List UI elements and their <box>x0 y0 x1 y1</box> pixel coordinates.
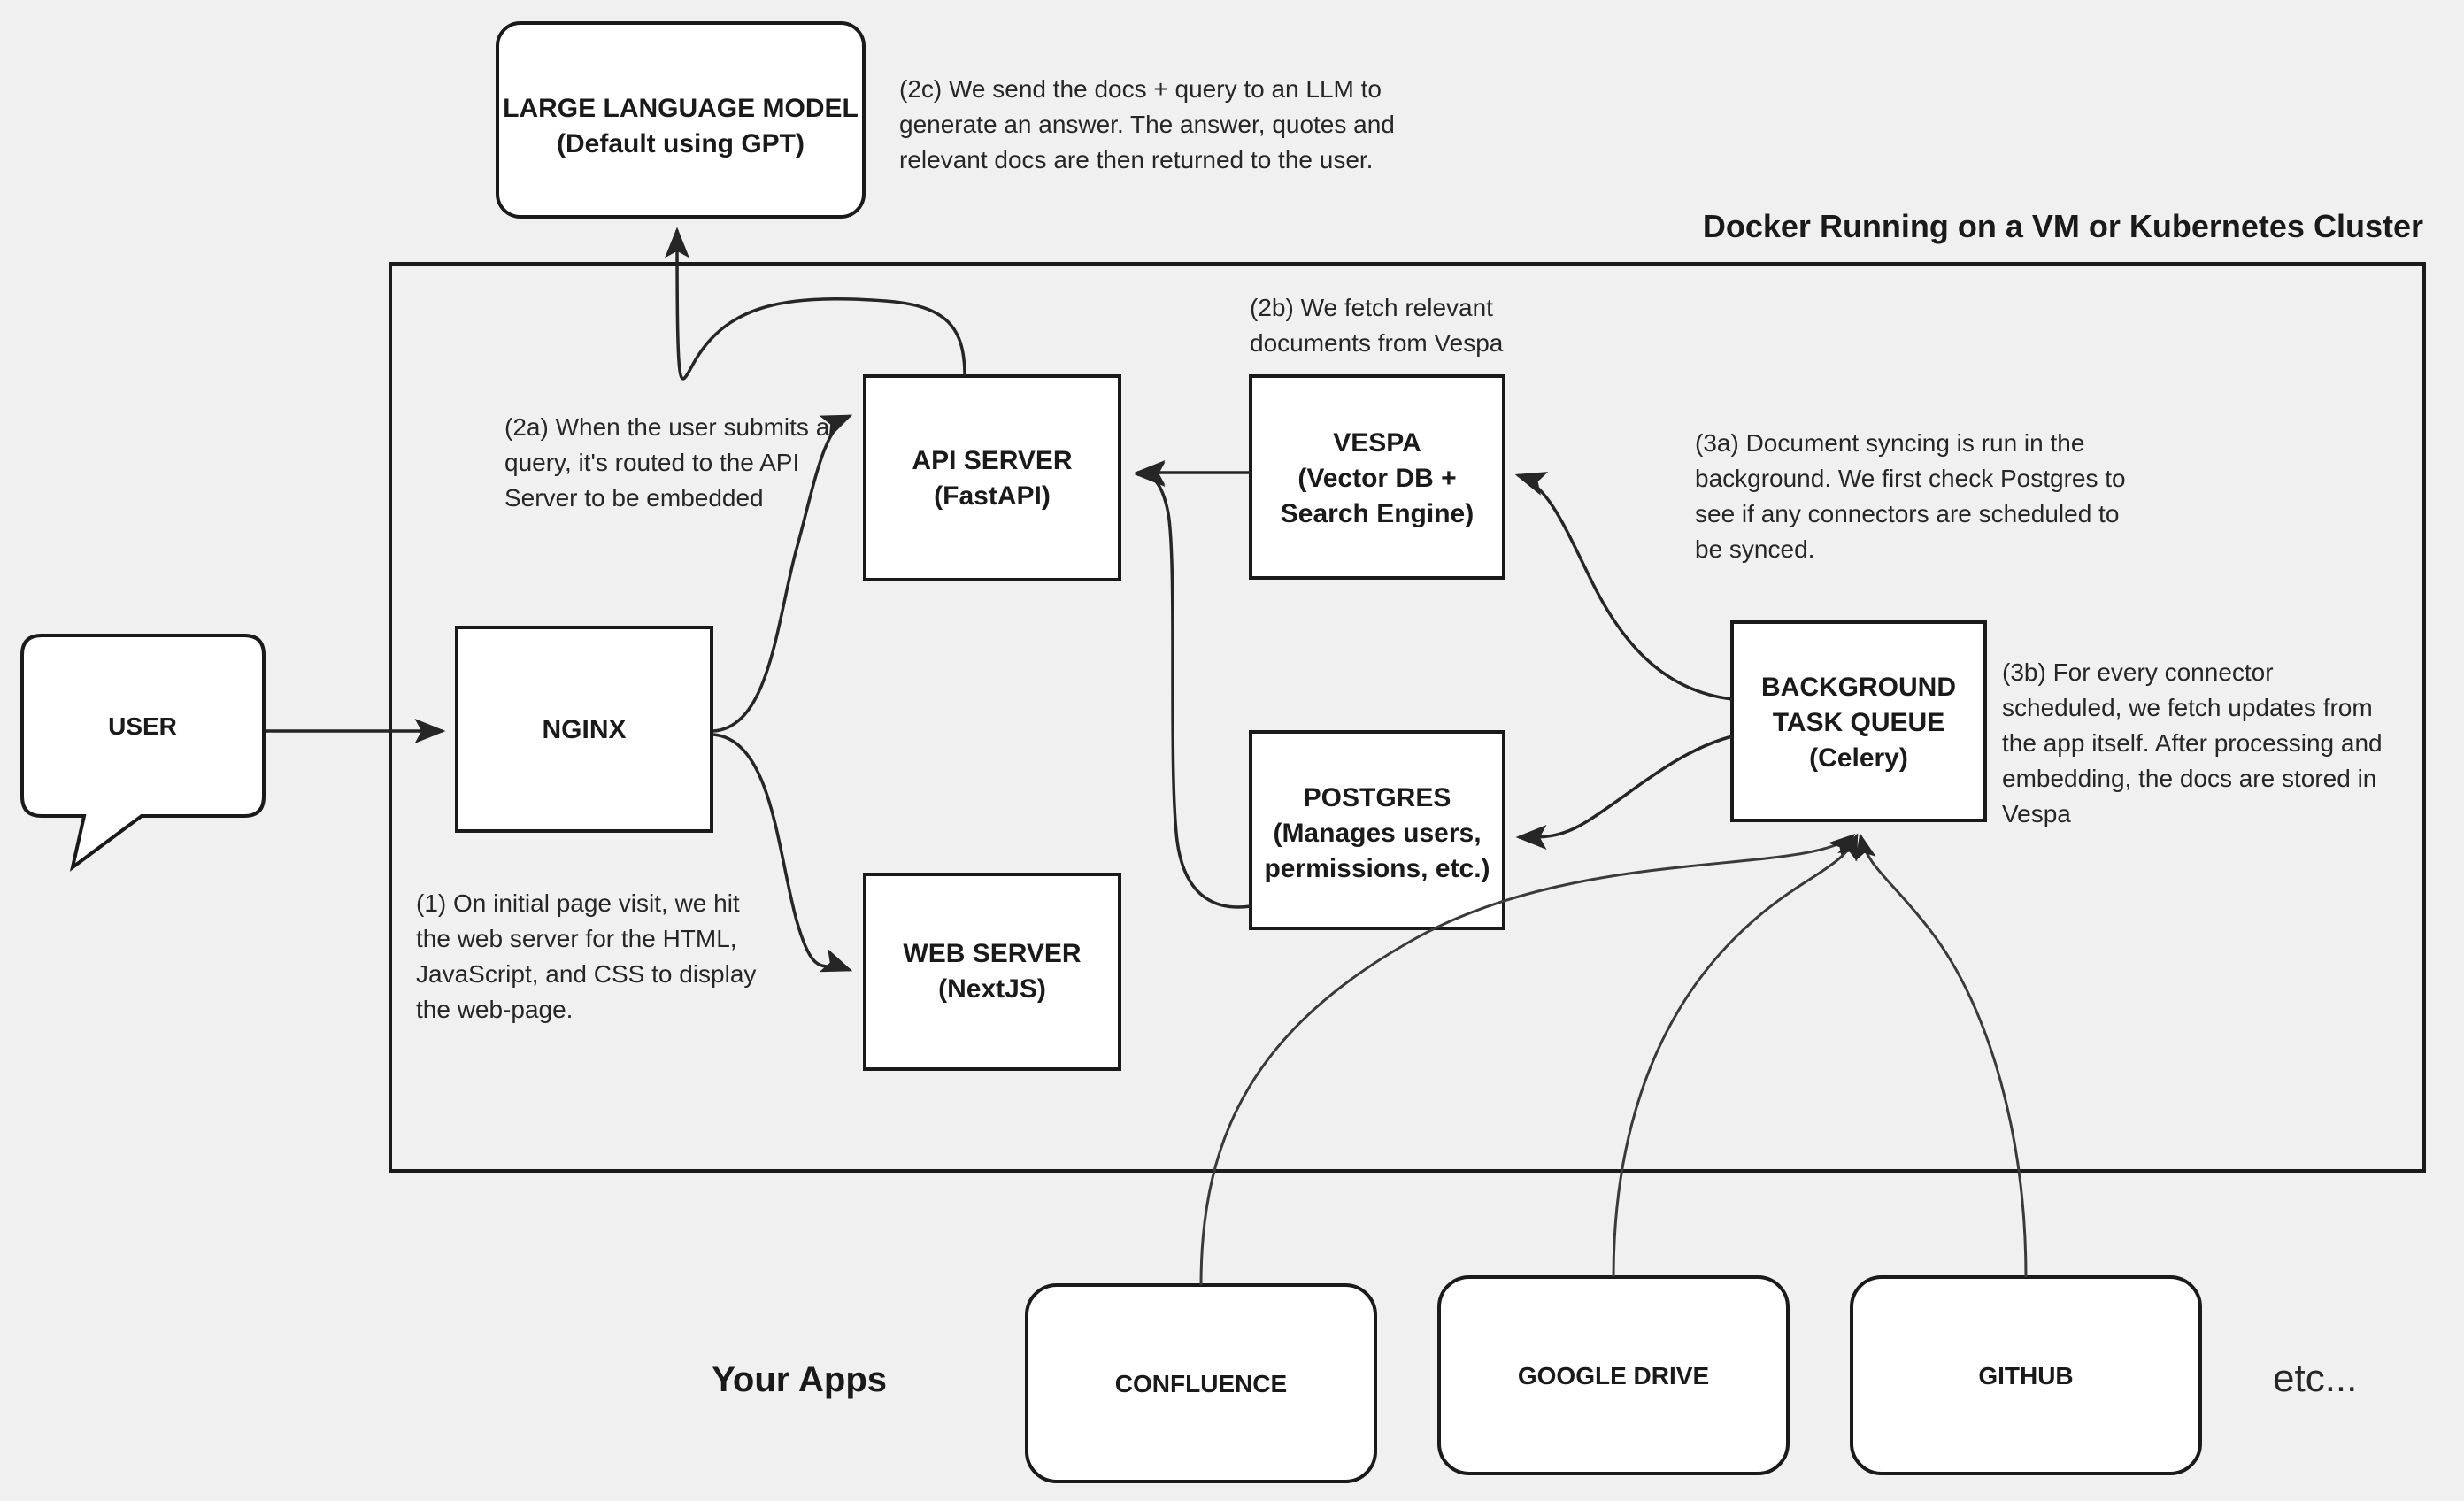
node-llm-box <box>496 21 866 219</box>
edge-postgres-to-api-server <box>1134 462 1251 909</box>
annotation-step-3a-line-0: (3a) Document syncing is run in the <box>1695 429 2084 457</box>
edge-nginx-to-api-server <box>712 414 853 733</box>
node-vespa-box <box>1249 374 1505 580</box>
node-task-queue-line3: (Celery) <box>1809 743 1908 773</box>
edge-confluence-to-task-queue <box>1199 834 1856 1286</box>
annotation-step-2b-line-0: (2b) We fetch relevant <box>1250 294 1493 321</box>
node-web-server-line2: (NextJS) <box>938 974 1046 1004</box>
node-postgres-line3: permissions, etc.) <box>1264 854 1490 883</box>
your-apps-label: Your Apps <box>712 1360 887 1399</box>
annotation-step-1-line-2: JavaScript, and CSS to display <box>416 960 756 988</box>
node-api-server-line1: API SERVER <box>912 446 1073 475</box>
edge-api-server-to-llm <box>665 227 966 381</box>
annotation-step-1: (1) On initial page visit, we hit the we… <box>416 889 756 1023</box>
annotation-step-2b-line-1: documents from Vespa <box>1250 329 1504 357</box>
annotation-step-3b-line-3: embedding, the docs are stored in <box>2002 765 2376 792</box>
node-postgres[interactable]: POSTGRES (Manages users, permissions, et… <box>1249 730 1505 930</box>
node-vespa-line1: VESPA <box>1333 428 1421 458</box>
node-nginx-label: NGINX <box>542 715 626 744</box>
node-api-server-line2: (FastAPI) <box>934 481 1051 511</box>
node-vespa-line3: Search Engine) <box>1281 499 1474 528</box>
node-task-queue-box <box>1730 620 1987 822</box>
annotation-step-3b-line-4: Vespa <box>2002 800 2071 827</box>
annotation-step-2c-line-2: relevant docs are then returned to the u… <box>899 146 1373 173</box>
docker-container-boundary <box>389 262 2426 1173</box>
node-user-label: USER <box>108 712 177 740</box>
node-api-server-box <box>863 374 1121 581</box>
annotation-step-3b-line-2: the app itself. After processing and <box>2002 729 2383 757</box>
node-web-server-line1: WEB SERVER <box>903 939 1081 968</box>
node-background-task-queue[interactable]: BACKGROUND TASK QUEUE (Celery) <box>1730 620 1987 822</box>
annotation-step-2c: (2c) We send the docs + query to an LLM … <box>899 75 1395 173</box>
node-api-server[interactable]: API SERVER (FastAPI) <box>863 374 1121 581</box>
docker-container-title: Docker Running on a VM or Kubernetes Clu… <box>1703 208 2423 244</box>
edge-task-queue-to-vespa <box>1514 472 1733 701</box>
node-user[interactable]: USER <box>20 634 266 872</box>
annotation-step-2a-line-1: query, it's routed to the API <box>504 449 799 476</box>
annotation-step-2c-line-1: generate an answer. The answer, quotes a… <box>899 111 1395 138</box>
annotation-step-3b: (3b) For every connector scheduled, we f… <box>2002 658 2383 827</box>
edge-google-drive-to-task-queue <box>1612 833 1859 1278</box>
node-github-label: GITHUB <box>1978 1362 2073 1389</box>
annotation-step-3a-line-3: be synced. <box>1695 535 1814 563</box>
annotation-step-3a-line-2: see if any connectors are scheduled to <box>1695 500 2119 527</box>
annotation-step-3a-line-1: background. We first check Postgres to <box>1695 465 2126 492</box>
annotation-step-3a: (3a) Document syncing is run in the back… <box>1695 429 2126 563</box>
node-confluence-label: CONFLUENCE <box>1115 1370 1287 1397</box>
annotation-step-3b-line-0: (3b) For every connector <box>2002 658 2274 686</box>
node-nginx[interactable]: NGINX <box>455 626 713 833</box>
user-speech-bubble-shape <box>20 634 266 872</box>
node-nginx-box <box>455 626 713 833</box>
annotation-step-1-line-0: (1) On initial page visit, we hit <box>416 889 740 917</box>
annotation-step-2c-line-0: (2c) We send the docs + query to an LLM … <box>899 75 1382 103</box>
node-web-server[interactable]: WEB SERVER (NextJS) <box>863 873 1121 1071</box>
node-llm-line1: LARGE LANGUAGE MODEL <box>503 94 859 123</box>
annotation-step-2a-line-2: Server to be embedded <box>504 484 764 512</box>
node-postgres-line1: POSTGRES <box>1304 783 1451 812</box>
annotation-step-1-line-1: the web server for the HTML, <box>416 925 737 952</box>
node-vespa-line2: (Vector DB + <box>1297 464 1456 493</box>
node-postgres-line2: (Manages users, <box>1273 819 1481 848</box>
node-github[interactable]: GITHUB <box>1850 1275 2202 1475</box>
annotation-step-2a: (2a) When the user submits a query, it's… <box>504 413 830 512</box>
edge-github-to-task-queue <box>1855 833 2028 1278</box>
edge-nginx-to-web-server <box>712 733 853 973</box>
node-confluence[interactable]: CONFLUENCE <box>1025 1283 1377 1483</box>
node-task-queue-line2: TASK QUEUE <box>1773 708 1944 737</box>
node-google-drive[interactable]: GOOGLE DRIVE <box>1437 1275 1790 1475</box>
node-llm[interactable]: LARGE LANGUAGE MODEL (Default using GPT) <box>496 21 866 219</box>
node-web-server-box <box>863 873 1121 1071</box>
annotation-step-2b: (2b) We fetch relevant documents from Ve… <box>1250 294 1504 357</box>
annotation-step-2a-line-0: (2a) When the user submits a <box>504 413 830 441</box>
annotation-step-3b-line-1: scheduled, we fetch updates from <box>2002 694 2373 721</box>
etc-label: etc... <box>2273 1357 2357 1400</box>
annotation-step-1-line-3: the web-page. <box>416 996 573 1023</box>
node-vespa[interactable]: VESPA (Vector DB + Search Engine) <box>1249 374 1505 580</box>
node-google-drive-label: GOOGLE DRIVE <box>1518 1362 1709 1389</box>
node-postgres-box <box>1249 730 1505 930</box>
node-task-queue-line1: BACKGROUND <box>1761 673 1956 702</box>
edge-task-queue-to-postgres <box>1515 735 1733 851</box>
node-llm-line2: (Default using GPT) <box>557 129 805 158</box>
